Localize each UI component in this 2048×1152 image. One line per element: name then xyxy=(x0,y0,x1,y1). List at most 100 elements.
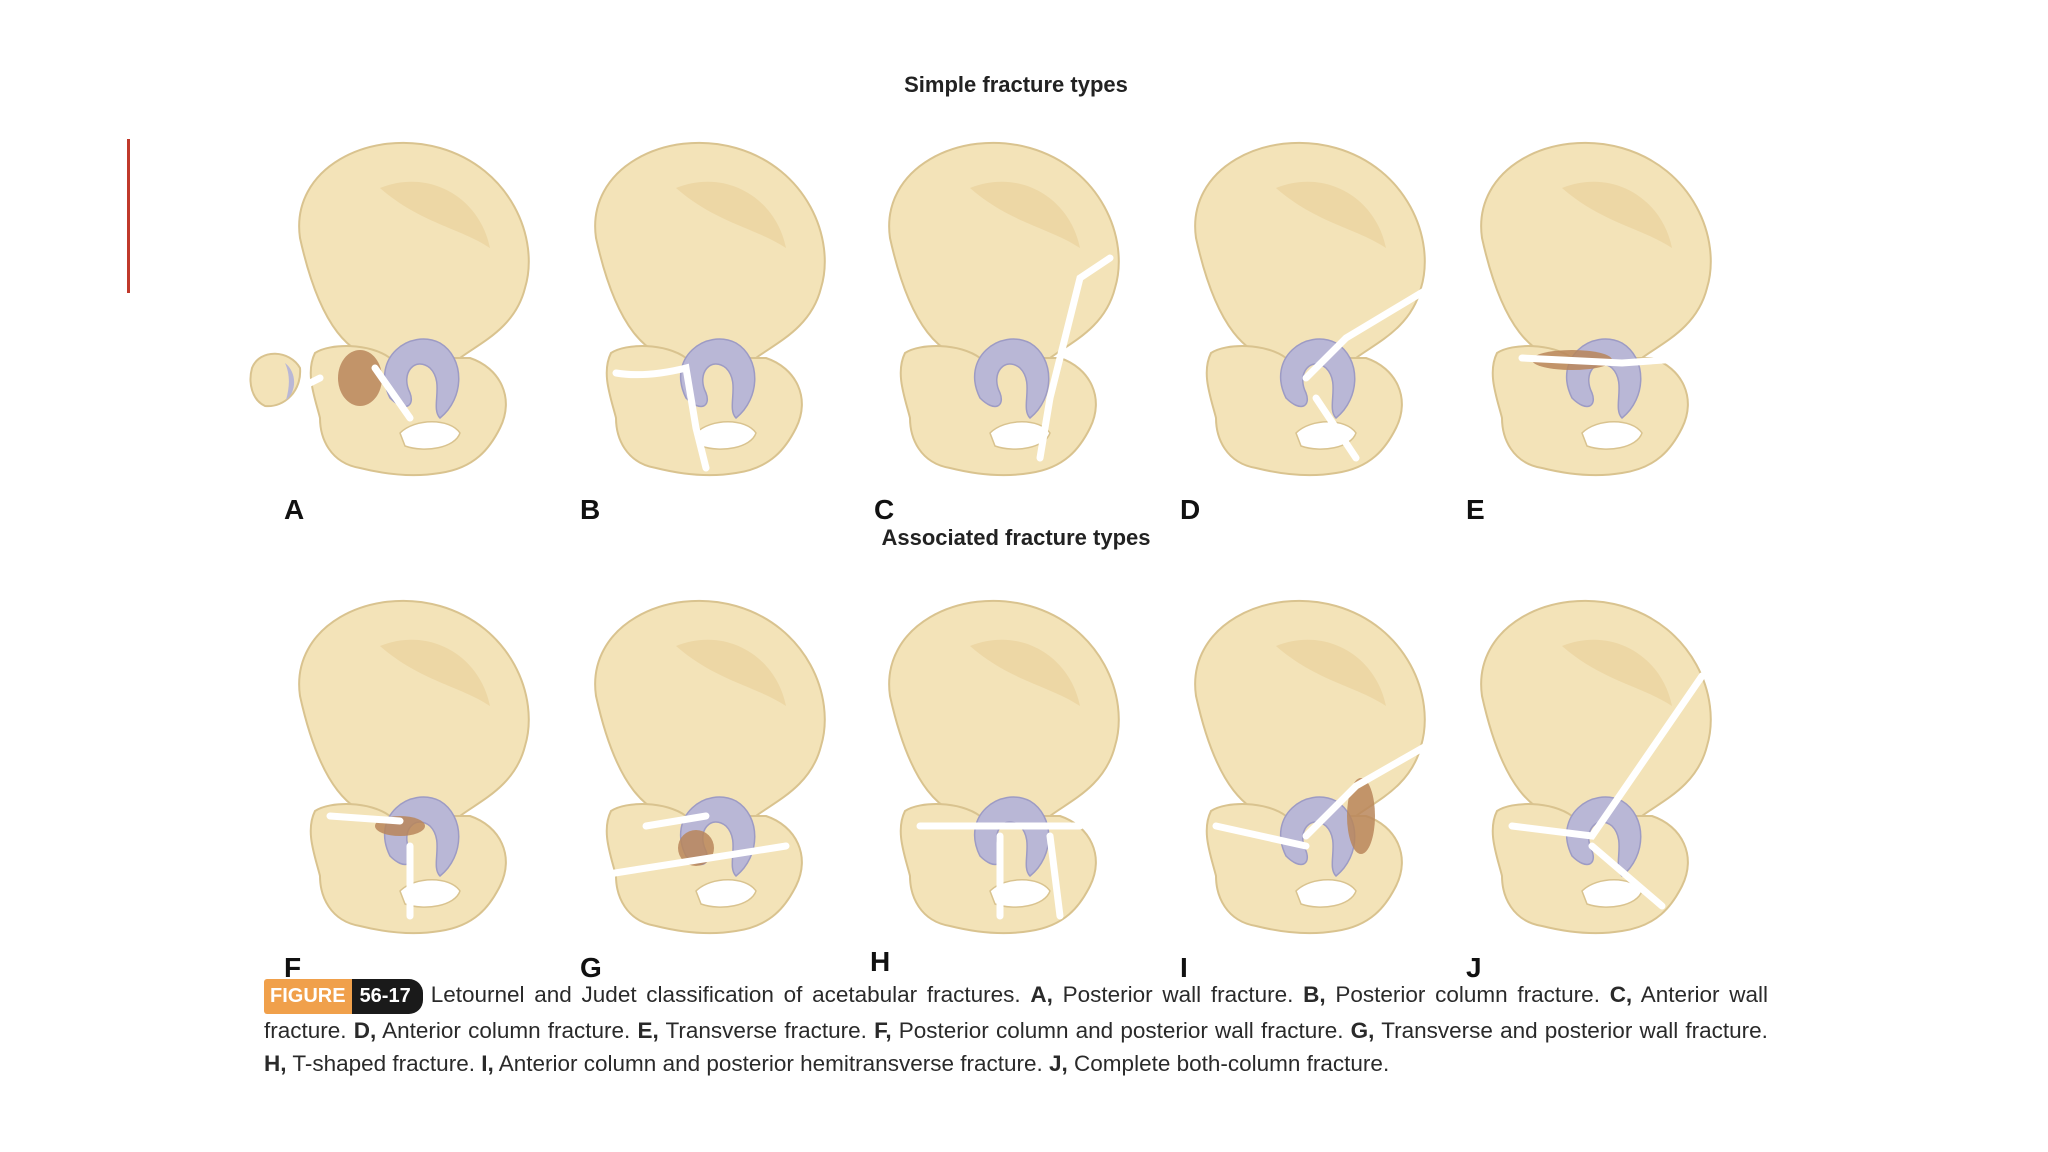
acetabulum xyxy=(1279,338,1356,420)
caption-item-text: Anterior column fracture. xyxy=(382,1018,631,1043)
acetabulum xyxy=(679,338,756,420)
caption-item-text: Anterior column and posterior hemitransv… xyxy=(498,1051,1043,1076)
fracture-panel-h: H xyxy=(850,586,1140,977)
fracture-classification-figure: Simple fracture types Associated fractur… xyxy=(249,70,1772,1120)
caption-item-text: Complete both-column fracture. xyxy=(1074,1051,1390,1076)
wing-shading xyxy=(1276,181,1386,248)
caption-item-key: J, xyxy=(1049,1051,1068,1076)
caption-items: A, Posterior wall fracture. B, Posterior… xyxy=(264,982,1768,1076)
hemipelvis-illustration xyxy=(1194,599,1430,935)
obturator-foramen xyxy=(399,879,461,908)
fracture-line xyxy=(1588,842,1666,910)
iliac-wing xyxy=(1480,141,1712,365)
obturator-foramen xyxy=(695,421,757,450)
obturator-foramen xyxy=(695,879,757,908)
caption-item-text: Posterior wall fracture. xyxy=(1062,982,1294,1007)
panel-letter: F xyxy=(284,952,302,983)
fracture-panel-d: D xyxy=(1156,128,1450,525)
iliac-wing xyxy=(1194,141,1426,365)
caption-item-key: E, xyxy=(637,1018,659,1043)
fracture-line xyxy=(1302,742,1430,840)
obturator-foramen xyxy=(1295,879,1357,908)
caption-item-key: A, xyxy=(1030,982,1053,1007)
caption-item-key: C, xyxy=(1609,982,1633,1007)
caption-intro: Letournel and Judet classification of ac… xyxy=(430,982,1021,1007)
hemipelvis-illustration xyxy=(249,141,530,477)
fracture-line xyxy=(1312,394,1360,462)
caption-item-text: T-shaped fracture. xyxy=(292,1051,475,1076)
panel-letter: A xyxy=(284,494,305,525)
associated-types-heading: Associated fracture types xyxy=(881,525,1151,550)
wing-shading xyxy=(970,639,1080,706)
hemipelvis-illustration xyxy=(592,599,826,935)
panel-letter: C xyxy=(874,494,895,525)
caption-item-key: D, xyxy=(353,1018,377,1043)
hemipelvis-illustration xyxy=(298,599,530,935)
obturator-foramen xyxy=(989,879,1051,908)
fracture-line xyxy=(1046,254,1114,402)
fracture-line xyxy=(1518,354,1696,367)
fracture-surface xyxy=(338,350,382,406)
hemipelvis-illustration xyxy=(888,141,1120,477)
iliac-wing xyxy=(594,599,826,823)
panel-letter: D xyxy=(1180,494,1201,525)
fracture-panel-e: E xyxy=(1442,128,1732,525)
panel-letter: G xyxy=(580,952,602,983)
iliac-wing xyxy=(888,141,1120,365)
caption-item-text: Posterior column fracture. xyxy=(1335,982,1600,1007)
fracture-line xyxy=(642,812,710,830)
wing-shading xyxy=(1562,639,1672,706)
panel-letter: H xyxy=(870,946,891,977)
figure-badge-label: FIGURE xyxy=(264,979,352,1014)
fracture-line xyxy=(1508,672,1706,840)
caption-item-key: H, xyxy=(264,1051,287,1076)
fracture-panel-c: C xyxy=(850,128,1140,525)
fragment-acetabulum xyxy=(285,363,295,400)
fracture-panel-j: J xyxy=(1442,586,1732,983)
fracture-panel-a: A xyxy=(249,128,550,525)
fracture-line xyxy=(1302,274,1450,382)
obturator-foramen xyxy=(1295,421,1357,450)
wing-shading xyxy=(1276,639,1386,706)
hemipelvis-illustration xyxy=(594,141,826,477)
figure-badge-number: 56-17 xyxy=(351,979,423,1014)
caption-item-text: Transverse and posterior wall fracture. xyxy=(1381,1018,1768,1043)
iliac-wing xyxy=(594,141,826,365)
caption-item-key: G, xyxy=(1350,1018,1375,1043)
hemipelvis-illustration xyxy=(888,599,1120,935)
caption-item-text: Anterior wall fracture. xyxy=(264,982,1768,1043)
hemipelvis-illustration xyxy=(1480,141,1712,477)
wing-shading xyxy=(970,181,1080,248)
fracture-line xyxy=(612,363,710,472)
fracture-line xyxy=(371,364,414,422)
acetabulum xyxy=(1279,796,1356,878)
fracture-line xyxy=(1212,822,1310,850)
caption-item-key: I, xyxy=(481,1051,494,1076)
panel-letter: B xyxy=(580,494,601,525)
fracture-line xyxy=(326,812,404,825)
iliac-wing xyxy=(298,599,530,823)
panel-letter: I xyxy=(1180,952,1188,983)
panel-letter: E xyxy=(1466,494,1485,525)
fracture-panel-g: G xyxy=(556,586,846,983)
acetabulum xyxy=(383,338,460,420)
obturator-foramen xyxy=(989,421,1051,450)
fracture-panel-f: F xyxy=(260,586,550,983)
hemipelvis-illustration xyxy=(1480,599,1712,935)
caption-item-key: B, xyxy=(1303,982,1326,1007)
acetabulum xyxy=(973,338,1050,420)
iliac-wing xyxy=(888,599,1120,823)
wing-shading xyxy=(676,639,786,706)
fracture-line xyxy=(1046,832,1064,920)
wing-shading xyxy=(380,181,490,248)
caption-item-text: Posterior column and posterior wall frac… xyxy=(898,1018,1344,1043)
fracture-line xyxy=(1036,394,1054,462)
fracture-panel-b: B xyxy=(556,128,846,525)
fracture-line xyxy=(592,842,790,880)
obturator-foramen xyxy=(1581,421,1643,450)
caption-item-key: F, xyxy=(874,1018,892,1043)
iliac-wing xyxy=(1194,599,1426,823)
simple-types-heading: Simple fracture types xyxy=(904,72,1128,97)
wing-shading xyxy=(380,639,490,706)
